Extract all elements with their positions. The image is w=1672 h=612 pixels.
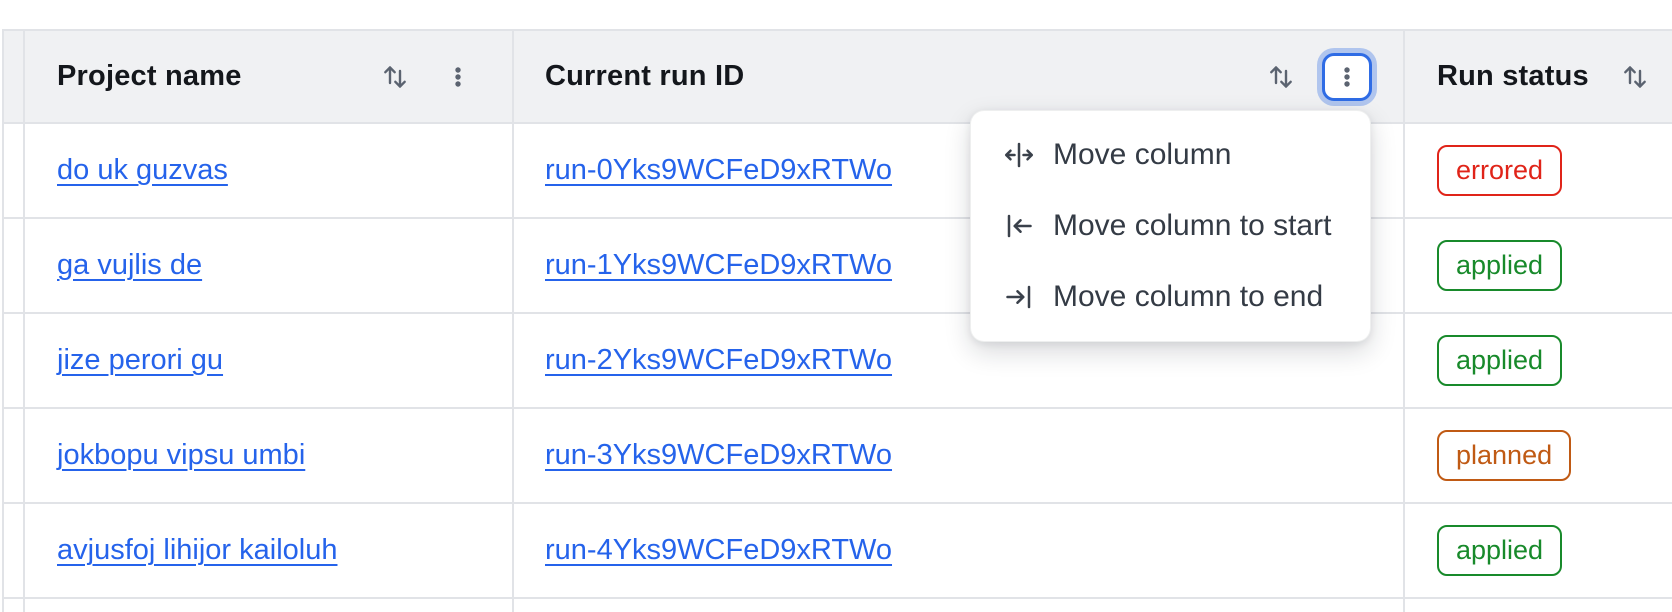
table-row: ga vujlis de run-1Yks9WCFeD9xRTWo applie… (4, 219, 1672, 314)
run-id-link[interactable]: run-3Yks9WCFeD9xRTWo (545, 439, 893, 471)
project-link[interactable]: jokbopu vipsu umbi (57, 439, 306, 471)
project-cell: jize perori gu (25, 314, 514, 409)
kebab-menu-icon (1337, 62, 1357, 92)
status-badge: applied (1437, 525, 1563, 576)
gutter-cell (4, 409, 25, 504)
run-id-link[interactable]: run-2Yks9WCFeD9xRTWo (545, 344, 893, 376)
status-cell: applied (1405, 504, 1672, 599)
project-cell: jokbopu vipsu umbi (25, 409, 514, 504)
run-id-link[interactable]: run-1Yks9WCFeD9xRTWo (545, 249, 893, 281)
menu-item-move-column-to-start[interactable]: Move column to start (971, 190, 1370, 261)
table-row: do uk guzvas run-0Yks9WCFeD9xRTWo errore… (4, 124, 1672, 219)
project-link[interactable]: avjusfoj lihijor kailoluh (57, 534, 338, 566)
status-badge: applied (1437, 240, 1563, 291)
kebab-menu-icon[interactable] (448, 62, 468, 92)
table-row: avjusfoj lihijor kailoluh run-4Yks9WCFeD… (4, 504, 1672, 599)
status-badge: errored (1437, 145, 1563, 196)
menu-item-move-column-to-end[interactable]: Move column to end (971, 262, 1370, 333)
run-id-cell (514, 599, 1405, 612)
table-row: jize perori gu run-2Yks9WCFeD9xRTWo appl… (4, 314, 1672, 409)
projects-table: Project name Current run ID Run status d… (2, 29, 1672, 612)
project-link[interactable]: jize perori gu (57, 344, 224, 376)
run-status-header-label: Run status (1437, 60, 1589, 92)
status-cell (1405, 599, 1672, 612)
gutter-cell (4, 504, 25, 599)
status-cell: planned (1405, 409, 1672, 504)
table-row: jokbopu vipsu umbi run-3Yks9WCFeD9xRTWo … (4, 409, 1672, 504)
table-header-row: Project name Current run ID Run status (4, 29, 1672, 124)
top-whitespace (0, 0, 1672, 29)
project-link[interactable]: do uk guzvas (57, 154, 228, 186)
run-id-cell: run-4Yks9WCFeD9xRTWo (514, 504, 1405, 599)
move-column-to-end-icon (1002, 280, 1036, 314)
project-name-header-label: Project name (57, 60, 242, 92)
header-project-name: Project name (25, 29, 514, 124)
kebab-menu-button-focused[interactable] (1322, 52, 1372, 101)
table-body: do uk guzvas run-0Yks9WCFeD9xRTWo errore… (4, 124, 1672, 599)
project-cell: avjusfoj lihijor kailoluh (25, 504, 514, 599)
sort-arrows-icon[interactable] (1620, 62, 1650, 92)
status-cell: errored (1405, 124, 1672, 219)
sort-arrows-icon[interactable] (380, 62, 410, 92)
move-column-to-start-icon (1002, 209, 1036, 243)
header-run-status: Run status (1405, 29, 1672, 124)
column-context-menu: Move column Move column to start Move co… (970, 110, 1371, 342)
current-run-id-header-label: Current run ID (545, 60, 745, 92)
sort-arrows-icon[interactable] (1266, 62, 1296, 92)
gutter-cell (4, 219, 25, 314)
status-badge: planned (1437, 430, 1572, 481)
status-badge: applied (1437, 335, 1563, 386)
project-cell: ga vujlis de (25, 219, 514, 314)
run-id-link[interactable]: run-4Yks9WCFeD9xRTWo (545, 534, 893, 566)
status-cell: applied (1405, 314, 1672, 409)
header-current-run-id: Current run ID (514, 29, 1405, 124)
project-cell: do uk guzvas (25, 124, 514, 219)
gutter-cell (4, 124, 25, 219)
project-link[interactable]: ga vujlis de (57, 249, 203, 281)
menu-item-move-column[interactable]: Move column (971, 119, 1370, 190)
run-id-cell: run-3Yks9WCFeD9xRTWo (514, 409, 1405, 504)
move-column-icon (1002, 138, 1036, 172)
gutter-cell (4, 314, 25, 409)
partial-next-row (4, 599, 1672, 612)
status-cell: applied (1405, 219, 1672, 314)
run-id-link[interactable]: run-0Yks9WCFeD9xRTWo (545, 154, 893, 186)
header-gutter-cell (4, 29, 25, 124)
project-cell (25, 599, 514, 612)
gutter-cell (4, 599, 25, 612)
